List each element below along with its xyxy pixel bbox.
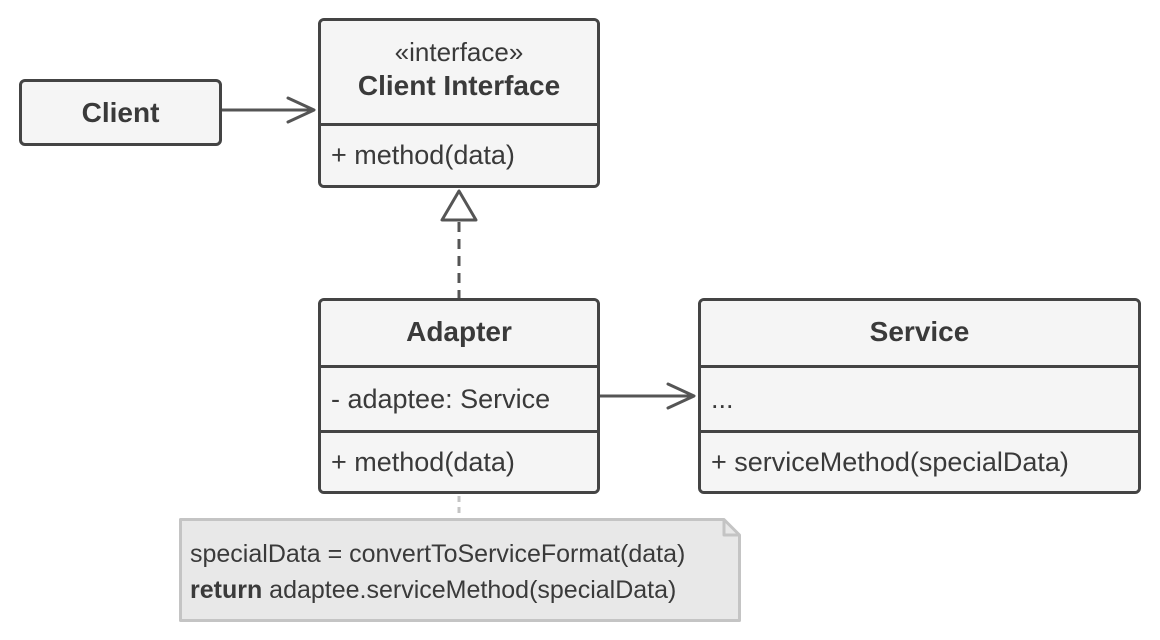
note-line-2: return adaptee.serviceMethod(specialData… <box>190 572 685 608</box>
adapter-box: Adapter - adaptee: Service + method(data… <box>318 298 600 494</box>
note-line-2-rest: adaptee.serviceMethod(specialData) <box>262 576 677 604</box>
adapter-field: - adaptee: Service <box>321 365 597 430</box>
client-interface-title: Client Interface <box>357 70 561 101</box>
service-title: Service <box>869 316 970 347</box>
interface-stereotype: «interface» <box>394 37 524 67</box>
client-to-interface-arrow <box>222 96 316 124</box>
client-interface-method: + method(data) <box>321 123 597 185</box>
realization-arrow <box>440 189 478 298</box>
client-interface-box: «interface» Client Interface + method(da… <box>318 18 600 188</box>
note: specialData = convertToServiceFormat(dat… <box>179 518 741 622</box>
service-method: + serviceMethod(specialData) <box>701 430 1138 491</box>
adapter-title: Adapter <box>406 316 512 347</box>
note-shape <box>179 518 741 622</box>
client-title: Client <box>81 97 160 128</box>
note-text: specialData = convertToServiceFormat(dat… <box>190 536 685 608</box>
return-keyword: return <box>190 576 263 604</box>
note-line-1: specialData = convertToServiceFormat(dat… <box>190 540 686 568</box>
client-box: Client <box>19 79 222 146</box>
service-field: ... <box>701 365 1138 430</box>
adapter-to-service-arrow <box>600 382 696 410</box>
service-box: Service ... + serviceMethod(specialData) <box>698 298 1141 494</box>
adapter-header: Adapter <box>321 301 597 365</box>
service-header: Service <box>701 301 1138 365</box>
client-interface-header: «interface» Client Interface <box>321 21 597 123</box>
adapter-method: + method(data) <box>321 430 597 491</box>
